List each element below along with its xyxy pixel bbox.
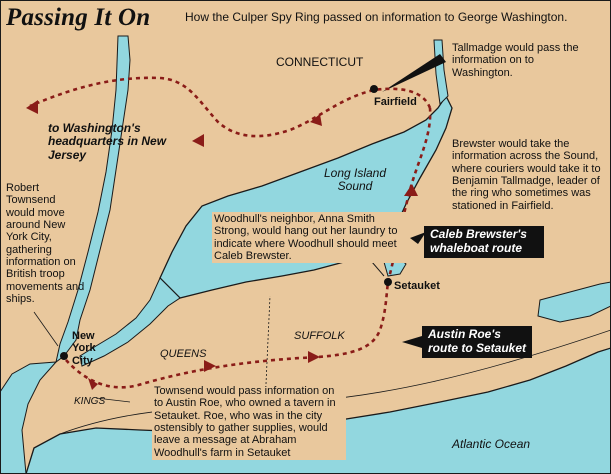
arrow-washington-3 — [26, 100, 38, 114]
tallmadge-note: Tallmadge would pass the information on … — [452, 42, 579, 79]
tallmadge-pointer — [382, 54, 446, 92]
peconic-bay — [537, 281, 611, 323]
place-setauket: Setauket — [394, 280, 440, 292]
whaleboat-route — [386, 107, 432, 283]
arrow-roe-1 — [88, 378, 98, 390]
townsend-nyc-leader-line — [33, 311, 59, 347]
region-connecticut: CONNECTICUT — [276, 55, 364, 69]
townsend-leader-line — [95, 397, 131, 403]
arrow-roe-3 — [308, 351, 320, 363]
region-queens: QUEENS — [160, 348, 207, 360]
fairfield-dot — [370, 85, 378, 93]
woodhull-note: Woodhull's neighbor, Anna Smith Strong, … — [212, 212, 406, 264]
austin-roe-pointer — [402, 336, 422, 348]
new-york-city-dot — [60, 352, 68, 360]
map-subtitle: How the Culper Spy Ring passed on inform… — [185, 10, 568, 24]
hudson-river — [55, 35, 131, 364]
arrow-whaleboat-2 — [404, 184, 418, 196]
brewster-note: Brewster would take the information acro… — [452, 138, 601, 212]
washington-route — [29, 76, 432, 138]
east-river — [79, 277, 181, 367]
townsend-roe-note: Townsend would pass information on to Au… — [152, 384, 346, 460]
setauket-dot — [384, 278, 392, 286]
austin-roe-route — [65, 281, 390, 389]
arrow-washington-1 — [310, 114, 322, 126]
long-island-sound-water — [159, 94, 453, 299]
region-kings: KINGS — [74, 396, 106, 407]
whaleboat-route-label: Caleb Brewster's whaleboat route — [424, 226, 544, 258]
arrow-roe-2 — [204, 360, 216, 372]
arrow-washington-2 — [192, 134, 204, 147]
roe-message-leader-line — [265, 295, 271, 385]
austin-roe-route-label: Austin Roe's route to Setauket — [422, 326, 532, 358]
region-atlantic-ocean: Atlantic Ocean — [452, 437, 531, 451]
townsend-nyc-note: Robert Townsend would move around New Yo… — [6, 182, 85, 305]
region-suffolk: SUFFOLK — [294, 330, 345, 342]
place-fairfield: Fairfield — [374, 96, 417, 108]
whaleboat-pointer — [410, 232, 426, 244]
map-title: Passing It On — [6, 4, 151, 31]
region-long-island-sound: Long Island Sound — [323, 166, 387, 194]
washington-hq-note: to Washington's headquarters in New Jers… — [48, 121, 167, 162]
connecticut-inlet — [433, 39, 449, 106]
place-new-york-city: New York City — [72, 330, 96, 367]
new-york-bay — [0, 361, 58, 474]
